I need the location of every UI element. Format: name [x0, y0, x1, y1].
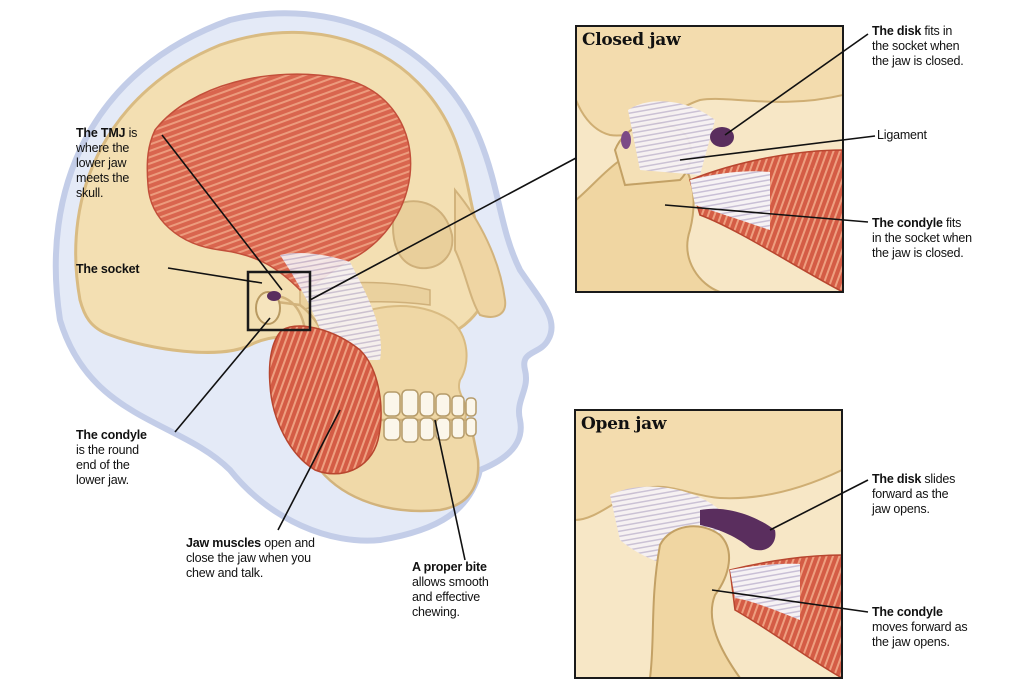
label-condyle-open: The condyle moves forward as the jaw ope… [872, 605, 967, 650]
label-condyle: The condyle is the round end of the lowe… [76, 428, 147, 488]
closed-jaw-title: Closed jaw [582, 30, 680, 50]
teeth [384, 390, 476, 442]
label-ligament: Ligament [877, 128, 927, 143]
label-proper-bite-text: allows smooth and effective chewing. [412, 575, 489, 619]
open-jaw-inset [575, 410, 842, 678]
closed-jaw-inset [576, 26, 843, 292]
label-disk-open-bold: The disk [872, 472, 921, 486]
label-proper-bite: A proper bite allows smooth and effectiv… [412, 560, 489, 620]
label-jaw-muscles-bold: Jaw muscles [186, 536, 261, 550]
open-jaw-title: Open jaw [581, 414, 666, 434]
label-condyle-open-bold: The condyle [872, 605, 943, 619]
label-condyle-bold: The condyle [76, 428, 147, 442]
label-ligament-text: Ligament [877, 128, 927, 142]
label-proper-bite-bold: A proper bite [412, 560, 487, 574]
label-condyle-closed: The condyle fits in the socket when the … [872, 216, 972, 261]
main-disk [267, 291, 281, 301]
label-condyle-open-text: moves forward as the jaw opens. [872, 620, 967, 649]
label-tmj: The TMJ is where the lower jaw meets the… [76, 126, 137, 201]
label-jaw-muscles: Jaw muscles open and close the jaw when … [186, 536, 315, 581]
label-tmj-bold: The TMJ [76, 126, 125, 140]
label-condyle-closed-bold: The condyle [872, 216, 943, 230]
label-socket-bold: The socket [76, 262, 139, 276]
label-disk-closed: The disk fits in the socket when the jaw… [872, 24, 964, 69]
label-disk-open: The disk slides forward as the jaw opens… [872, 472, 955, 517]
label-disk-closed-bold: The disk [872, 24, 921, 38]
label-condyle-text: is the round end of the lower jaw. [76, 443, 139, 487]
label-socket: The socket [76, 262, 139, 277]
